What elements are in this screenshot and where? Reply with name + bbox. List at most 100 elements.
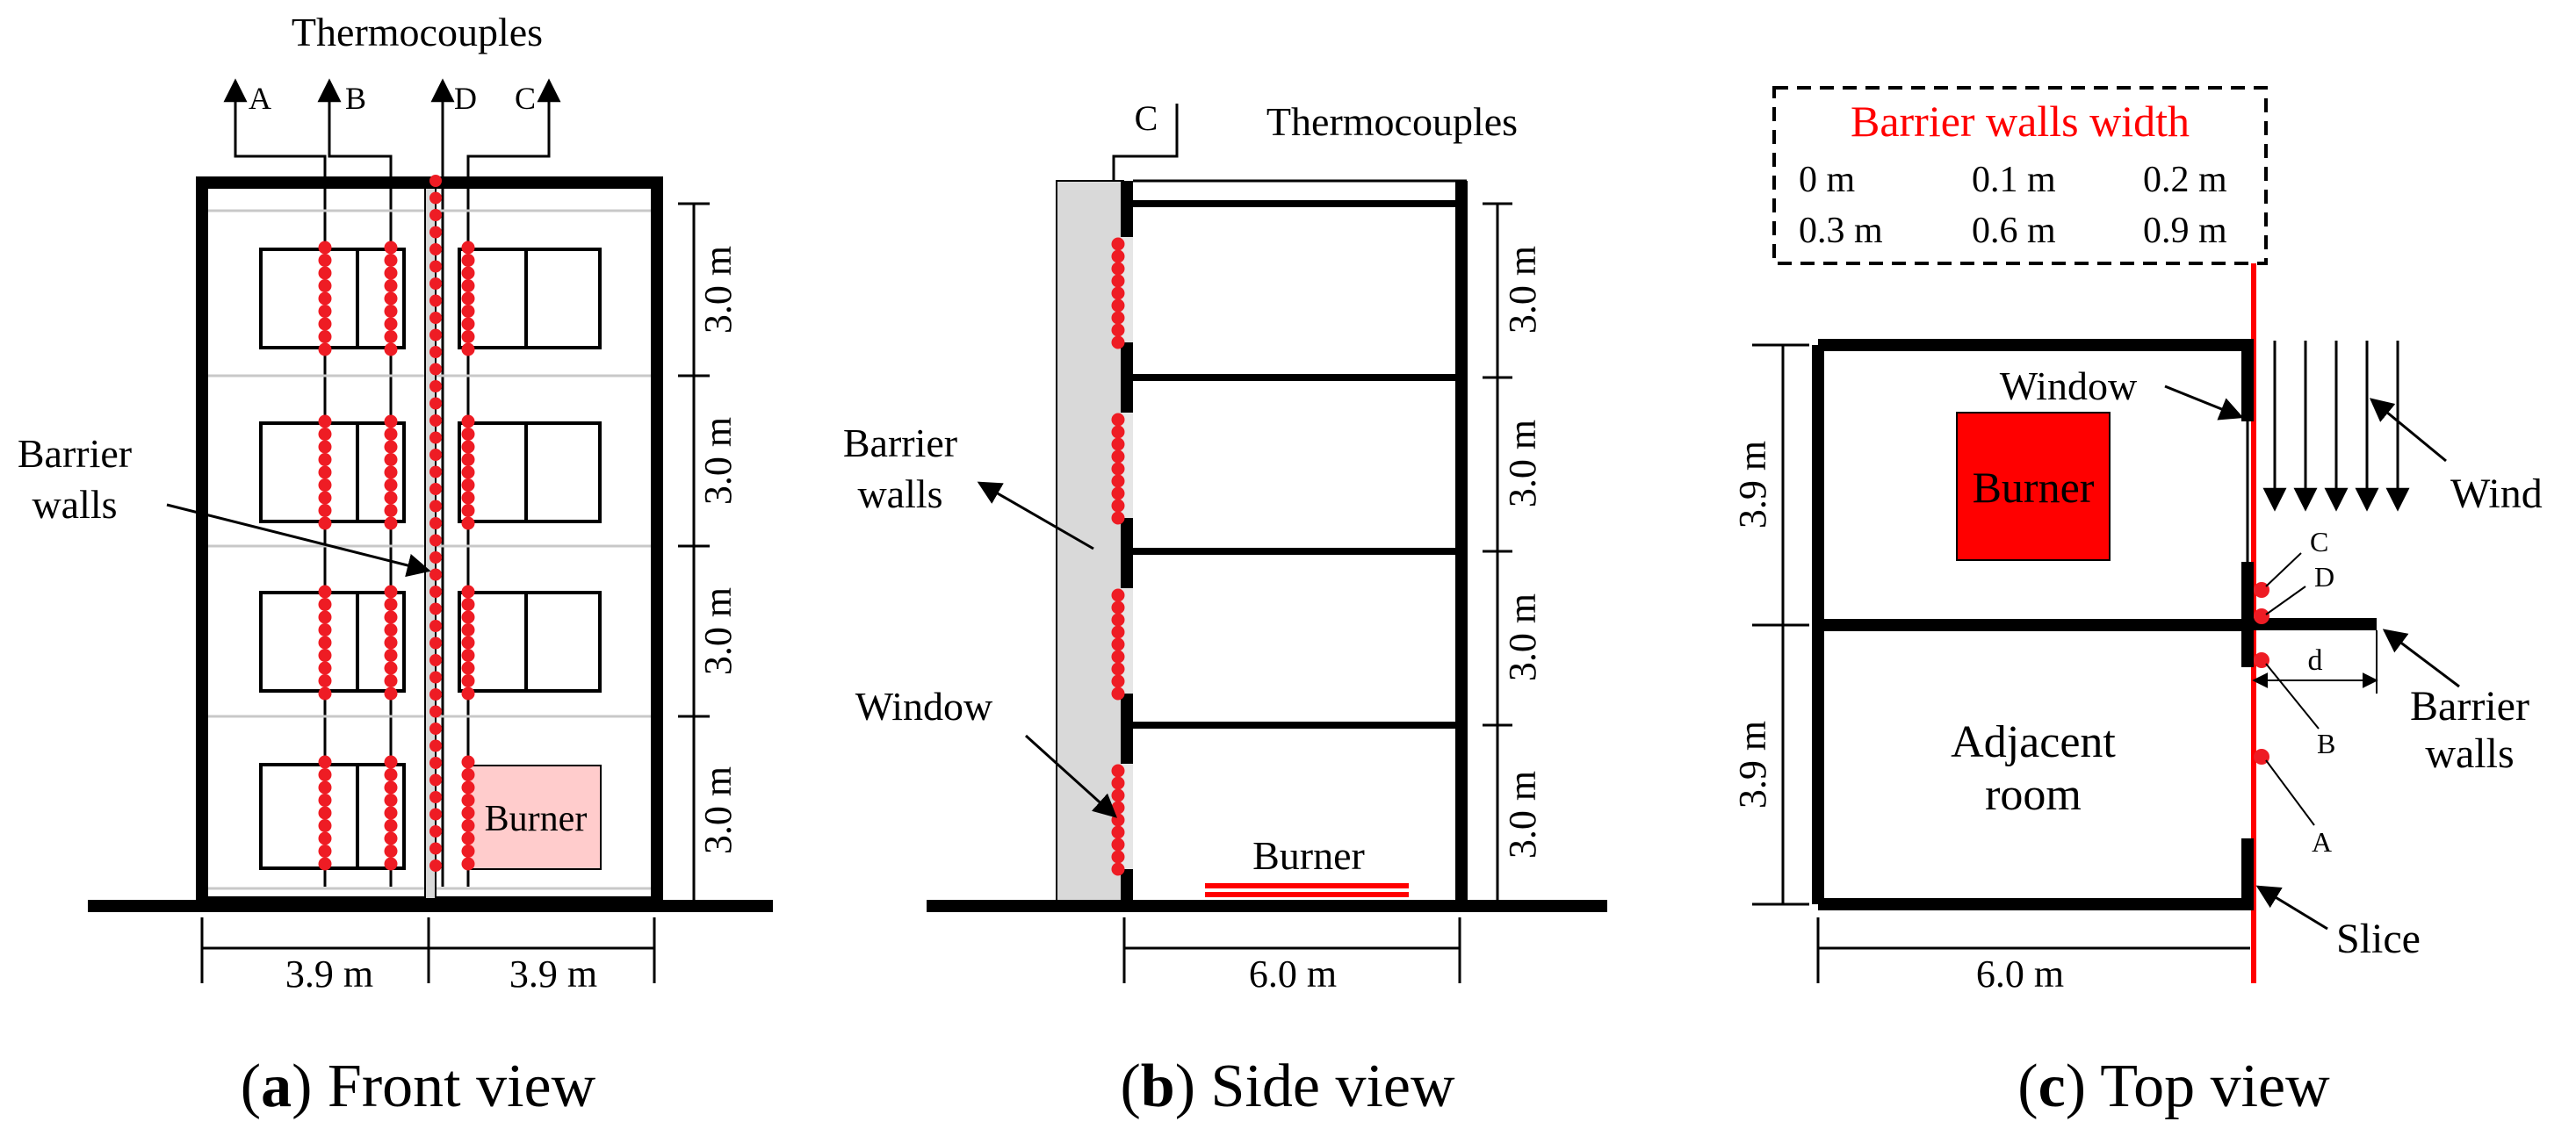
thermocouple-dot: [318, 674, 332, 687]
thermocouple-dot: [461, 465, 475, 479]
thermocouple-dot: [318, 291, 332, 306]
thermocouple-dot: [318, 241, 332, 255]
floor-slabs-side: [1126, 200, 1461, 729]
thermocouple-dot: [429, 791, 442, 803]
caption-side-view: (b) Side view: [1120, 1053, 1455, 1120]
thermocouple-dot: [429, 397, 442, 410]
thermocouple-dot: [1111, 425, 1125, 439]
thermocouple-dot: [461, 291, 475, 306]
wind-arrows: [2262, 341, 2410, 512]
thermocouple-dot: [461, 491, 475, 505]
thermocouple-dot: [318, 504, 332, 517]
thermocouple-dot: [461, 661, 475, 675]
thermocouple-dot: [384, 585, 398, 599]
thermocouple-dot: [429, 294, 442, 307]
thermocouple-dot: [384, 478, 398, 492]
thermocouple-dot: [1111, 474, 1125, 488]
thermocouple-dot: [1111, 486, 1125, 500]
windows-left: [259, 248, 406, 870]
probe-label-top-a: A: [2312, 826, 2332, 858]
dim-height-side-3: 3.0 m: [1501, 593, 1544, 681]
thermocouple-dot: [318, 491, 332, 505]
thermocouple-dot: [429, 636, 442, 650]
thermocouple-dot: [461, 819, 475, 832]
thermocouple-dot: [461, 330, 475, 343]
thermocouple-dot: [429, 414, 442, 427]
legend-value-4: 0.3 m: [1799, 211, 1883, 251]
thermocouple-dot: [384, 266, 398, 280]
adjacent-room-line1: Adjacent: [1951, 717, 2116, 767]
thermocouple-dot: [429, 517, 442, 529]
windows-right: [458, 248, 602, 693]
thermocouple-dot: [384, 440, 398, 454]
thermocouple-dot: [1111, 437, 1125, 451]
legend-box: [1772, 86, 2268, 265]
height-dimension-front: [678, 202, 710, 906]
thermocouple-dot: [318, 342, 332, 356]
thermocouple-dot: [429, 773, 442, 787]
thermocouple-dot: [429, 568, 442, 581]
thermocouple-dot: [461, 478, 475, 492]
thermocouple-dot: [1111, 637, 1125, 651]
burner-label-side: Burner: [1252, 833, 1365, 878]
thermocouple-dot: [1111, 249, 1125, 263]
thermocouple-dot: [461, 504, 475, 517]
thermocouple-dot: [318, 623, 332, 636]
thermocouple-dot: [384, 241, 398, 255]
thermocouple-dot: [461, 453, 475, 466]
thermocouples-title-side: Thermocouples: [1266, 99, 1518, 144]
barrier-pointer-side: [977, 481, 1094, 550]
thermocouple-dot: [429, 688, 442, 701]
thermocouple-dot: [461, 755, 475, 769]
thermocouple-dot: [318, 755, 332, 769]
thermocouple-dot: [318, 478, 332, 492]
thermocouple-dot: [1111, 311, 1125, 325]
dim-height-side-1: 3.0 m: [1501, 246, 1544, 334]
thermocouple-dot: [1111, 449, 1125, 464]
thermocouple-dot: [1111, 588, 1125, 602]
probe-label-top-b: B: [2317, 728, 2335, 759]
thermocouple-dot: [1111, 662, 1125, 676]
dim-width-2: 3.9 m: [509, 953, 597, 996]
thermocouple-dot: [318, 440, 332, 454]
thermocouple-dot: [429, 551, 442, 564]
window-pointer-side: [1024, 734, 1118, 818]
thermocouple-dot: [318, 768, 332, 781]
thermocouple-dot: [1111, 511, 1125, 525]
thermocouple-dot: [384, 279, 398, 292]
thermocouple-dot: [384, 661, 398, 675]
thermocouple-dot: [384, 845, 398, 858]
thermocouple-dot: [429, 757, 442, 769]
thermocouple-dot: [429, 191, 442, 205]
width-dimension-top: [1816, 917, 2250, 983]
barrier-pointer-front: [166, 503, 431, 578]
dim-height-4: 3.0 m: [696, 766, 740, 854]
thermocouple-dot: [318, 453, 332, 466]
thermocouple-dot: [429, 449, 442, 461]
thermocouple-dot: [318, 330, 332, 343]
thermocouple-dot: [384, 857, 398, 871]
thermocouple-dot: [384, 504, 398, 517]
thermocouple-dot: [461, 266, 475, 280]
thermocouple-dot: [318, 780, 332, 794]
thermocouple-dot: [318, 819, 332, 832]
caption-letter-b: b: [1141, 1053, 1175, 1120]
thermocouple-dot: [429, 739, 442, 752]
thermocouple-dot: [429, 723, 442, 735]
thermocouple-dot: [429, 705, 442, 718]
caption-letter-c: c: [2038, 1053, 2066, 1120]
dim-width-top: 6.0 m: [1976, 953, 2064, 996]
thermocouple-dot: [1111, 674, 1125, 688]
thermocouple-dot: [429, 363, 442, 376]
dim-height-2: 3.0 m: [696, 417, 740, 505]
thermocouple-dot: [318, 857, 332, 871]
thermocouple-dot: [384, 636, 398, 650]
thermocouple-dot: [461, 342, 475, 356]
slice-label: Slice: [2336, 916, 2421, 962]
d-label: d: [2308, 644, 2323, 677]
height-dimension-side: [1483, 202, 1512, 906]
thermocouple-dot: [1111, 862, 1125, 876]
thermocouple-dot: [318, 414, 332, 428]
thermocouple-dot: [318, 831, 332, 845]
barrier-wall-top: [2254, 618, 2377, 630]
